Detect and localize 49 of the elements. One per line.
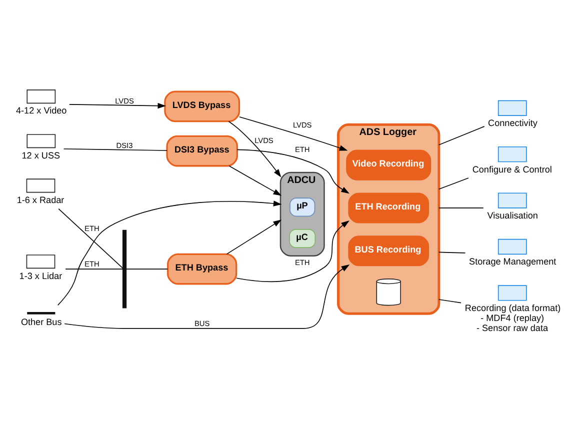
node-bar (122, 229, 127, 308)
connector (438, 207, 484, 208)
node-box: BUS Recording (348, 235, 430, 266)
node-box: Video Recording (346, 149, 432, 180)
node-box: µP (290, 197, 316, 216)
node-label: Recording (data format) (464, 302, 561, 312)
connector (63, 148, 168, 150)
node-label: Storage Management (469, 256, 556, 266)
edge-label: ETH (84, 259, 100, 268)
node-box: LVDS Bypass (164, 90, 240, 122)
node-label: - Sensor raw data (476, 322, 548, 332)
arrow (68, 102, 166, 108)
node-box: ETH Recording (348, 192, 430, 223)
arrow (57, 200, 282, 306)
node-label: Other Bus (20, 316, 62, 326)
node-label: 12 x USS (22, 150, 60, 160)
arrow (236, 148, 350, 194)
node-box: µC (289, 228, 316, 248)
node-box (27, 311, 56, 314)
edge-label: ETH (84, 224, 100, 233)
connector (438, 177, 469, 190)
node-box: ETH Bypass (167, 252, 238, 284)
edge-label: BUS (194, 318, 210, 328)
node-box: DSI3 Bypass (166, 134, 238, 166)
node-label: Connectivity (488, 118, 538, 128)
edge-label: DSI3 (116, 140, 133, 150)
edge-label: LVDS (115, 96, 134, 105)
node-label: 1-3 x Lidar (19, 270, 62, 280)
node-label: Configure & Control (472, 164, 552, 174)
node-label: 4-12 x Video (16, 105, 67, 116)
connector (58, 208, 124, 268)
node-label: 1-6 x Radar (16, 194, 64, 204)
arrow (239, 116, 348, 150)
arrow (226, 219, 282, 254)
arrow (228, 120, 282, 177)
edge-label: LVDS (292, 120, 312, 129)
connector (438, 298, 462, 303)
connector (438, 251, 466, 253)
arrow (64, 264, 350, 328)
node-label: - MDF4 (replay) (480, 312, 544, 322)
edge-label: LVDS (254, 135, 274, 144)
node-label: Visualisation (487, 210, 538, 220)
edge-label: ETH (294, 144, 310, 154)
connector (438, 126, 485, 145)
connector (65, 268, 124, 269)
arrow (228, 165, 282, 196)
edge-label: ETH (294, 258, 310, 267)
arrow (236, 220, 350, 282)
connector (126, 268, 168, 269)
